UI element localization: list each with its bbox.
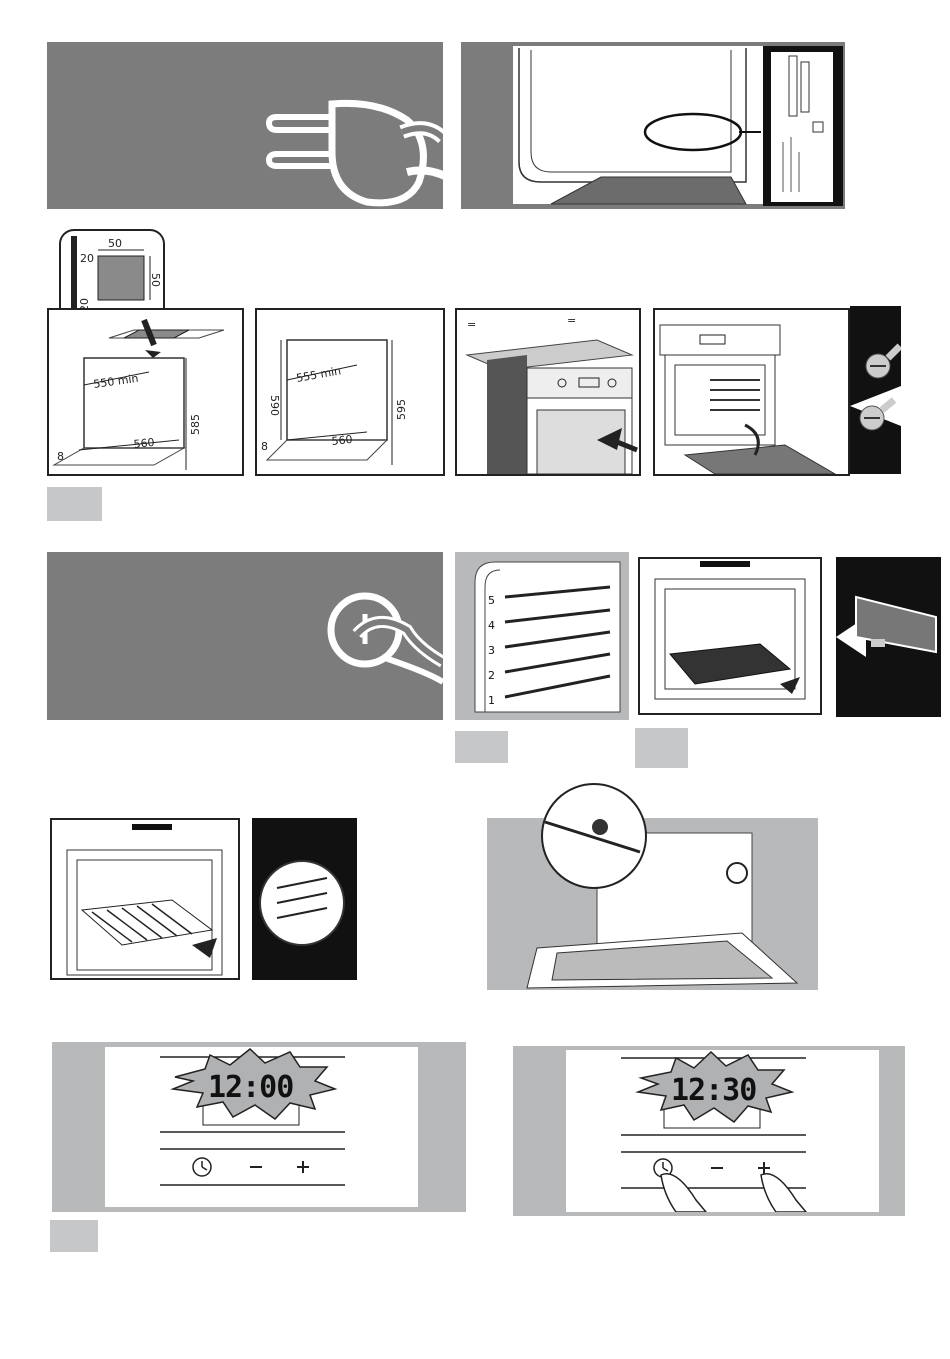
alignment-mark-right: = <box>567 314 576 327</box>
column-depth-label: 555 min <box>295 364 342 385</box>
clock-display-after: 12:30 <box>671 1073 756 1108</box>
side-rail-detail <box>540 782 648 890</box>
under-counter-height-label: 585 <box>189 414 202 435</box>
tray-detail-panel <box>836 557 941 717</box>
grid-detail-panel <box>252 818 357 980</box>
side-rail-panel <box>487 818 818 990</box>
shelf-level-label: 3 <box>488 644 495 657</box>
screw-detail-panel <box>850 306 901 474</box>
step-tag <box>47 487 102 521</box>
column-inner-height-label: 590 <box>268 395 281 416</box>
step-tag <box>455 731 508 763</box>
under-counter-niche-panel: 550 min 560 585 8 <box>47 308 244 476</box>
clock-display-before: 12:00 <box>208 1070 293 1105</box>
shelf-level-label: 1 <box>488 694 495 707</box>
clock-panel-after: 12:30 <box>513 1046 905 1216</box>
clock-panel-before: 12:00 <box>52 1042 466 1212</box>
detail-offset-top-label: 20 <box>80 252 94 265</box>
under-counter-base-label: 8 <box>57 450 64 463</box>
oven-insertion-panel: = = <box>455 308 641 476</box>
column-base-label: 8 <box>261 440 268 453</box>
clock-icon[interactable] <box>193 1158 211 1176</box>
shelf-level-label: 4 <box>488 619 495 632</box>
plus-icon[interactable] <box>758 1162 770 1174</box>
alignment-mark-left: = <box>467 318 476 331</box>
plus-icon[interactable] <box>297 1161 309 1173</box>
detail-width-label: 50 <box>108 237 122 250</box>
column-niche-panel: 555 min 560 590 595 8 <box>255 308 445 476</box>
under-counter-depth-label: 550 min <box>93 372 140 391</box>
finger-pointer <box>661 1174 706 1212</box>
detail-height-label: 50 <box>149 273 162 287</box>
plug-icon <box>47 42 443 209</box>
rating-plate-panel <box>461 42 845 209</box>
finger-pointer <box>761 1174 806 1212</box>
under-counter-width-label: 560 <box>133 436 155 451</box>
column-width-label: 560 <box>331 433 353 448</box>
rating-plate <box>771 52 833 202</box>
screw-icon <box>866 346 900 378</box>
plug-panel <box>47 42 443 209</box>
column-height-label: 595 <box>395 399 408 420</box>
screw-fixing-panel <box>653 308 850 476</box>
power-button-panel <box>47 552 443 720</box>
step-tag <box>50 1220 98 1252</box>
step-tag <box>635 728 688 768</box>
shelf-levels-panel: 5 4 3 2 1 <box>455 552 629 720</box>
tray-insertion-panel <box>638 557 822 715</box>
shelf-level-label: 2 <box>488 669 495 682</box>
grid-shelf-panel <box>50 818 240 980</box>
shelf-level-label: 5 <box>488 594 495 607</box>
